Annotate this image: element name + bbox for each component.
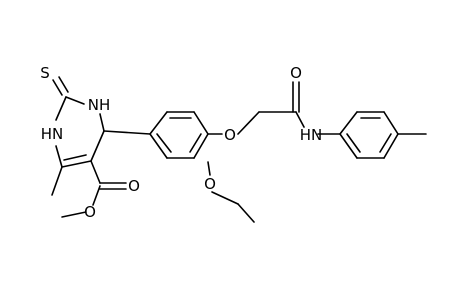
bond-ethoxy-o-ch2: [211, 191, 239, 205]
bond-ar-6-1: [149, 133, 168, 159]
bond-ar-1-2: [149, 111, 168, 135]
bond-c6-methyl: [51, 166, 63, 196]
bond-c4-c5: [90, 130, 105, 162]
bond-ar-inner-b: [189, 133, 202, 153]
bond-c2-n3: [65, 96, 85, 105]
bond-skeleton: [51, 76, 427, 223]
bond-tol-1-2: [339, 111, 358, 135]
bond-c2-s-double-a: [52, 79, 63, 96]
atom-label-aryloxy-oxygen: O: [224, 126, 236, 144]
bond-c6-n1: [55, 145, 63, 168]
bond-tol-inner-b: [379, 133, 392, 153]
bond-ar-3-4: [193, 111, 209, 135]
atom-label-ester-carbonyl-oxygen: O: [128, 177, 140, 195]
atom-label-ester-ether-oxygen: O: [84, 203, 96, 221]
bond-ester-o-methyl: [61, 211, 87, 218]
bond-tol-6-1: [339, 133, 358, 159]
bond-c2-s-double-b: [58, 76, 69, 93]
atom-label-ethoxy-oxygen: O: [204, 175, 216, 193]
bond-n3-c4: [99, 113, 105, 132]
bond-tol-3-4: [383, 111, 399, 135]
bond-n1-c2: [55, 96, 67, 121]
bond-c4-aryl: [103, 130, 151, 135]
bond-c5-c6-a: [61, 160, 92, 168]
atom-label-ring-nh: NH: [88, 96, 111, 114]
bond-tol-inner-c: [346, 133, 361, 153]
bond-c5-c6-b: [63, 154, 87, 161]
atom-labels: S NH HN O O O O O HN: [40, 64, 322, 221]
atom-label-ring-hn: HN: [41, 125, 64, 143]
bond-ethoxy-ch2-ch3: [237, 203, 255, 223]
bond-tol-4-5: [383, 133, 399, 159]
bond-co-nh: [295, 111, 305, 128]
bond-c5-ester-c: [90, 160, 101, 184]
atom-label-amide-oxygen: O: [290, 64, 302, 82]
bond-o-ch2: [237, 111, 260, 135]
bond-ar-o-ethoxy: [207, 161, 211, 176]
bond-ester-c-o-single: [92, 185, 101, 206]
bond-ar-inner-c: [156, 133, 172, 153]
atom-label-sulfur: S: [40, 64, 50, 82]
atom-label-amide-nh: HN: [300, 126, 323, 144]
bond-ar-4-5: [193, 133, 209, 159]
